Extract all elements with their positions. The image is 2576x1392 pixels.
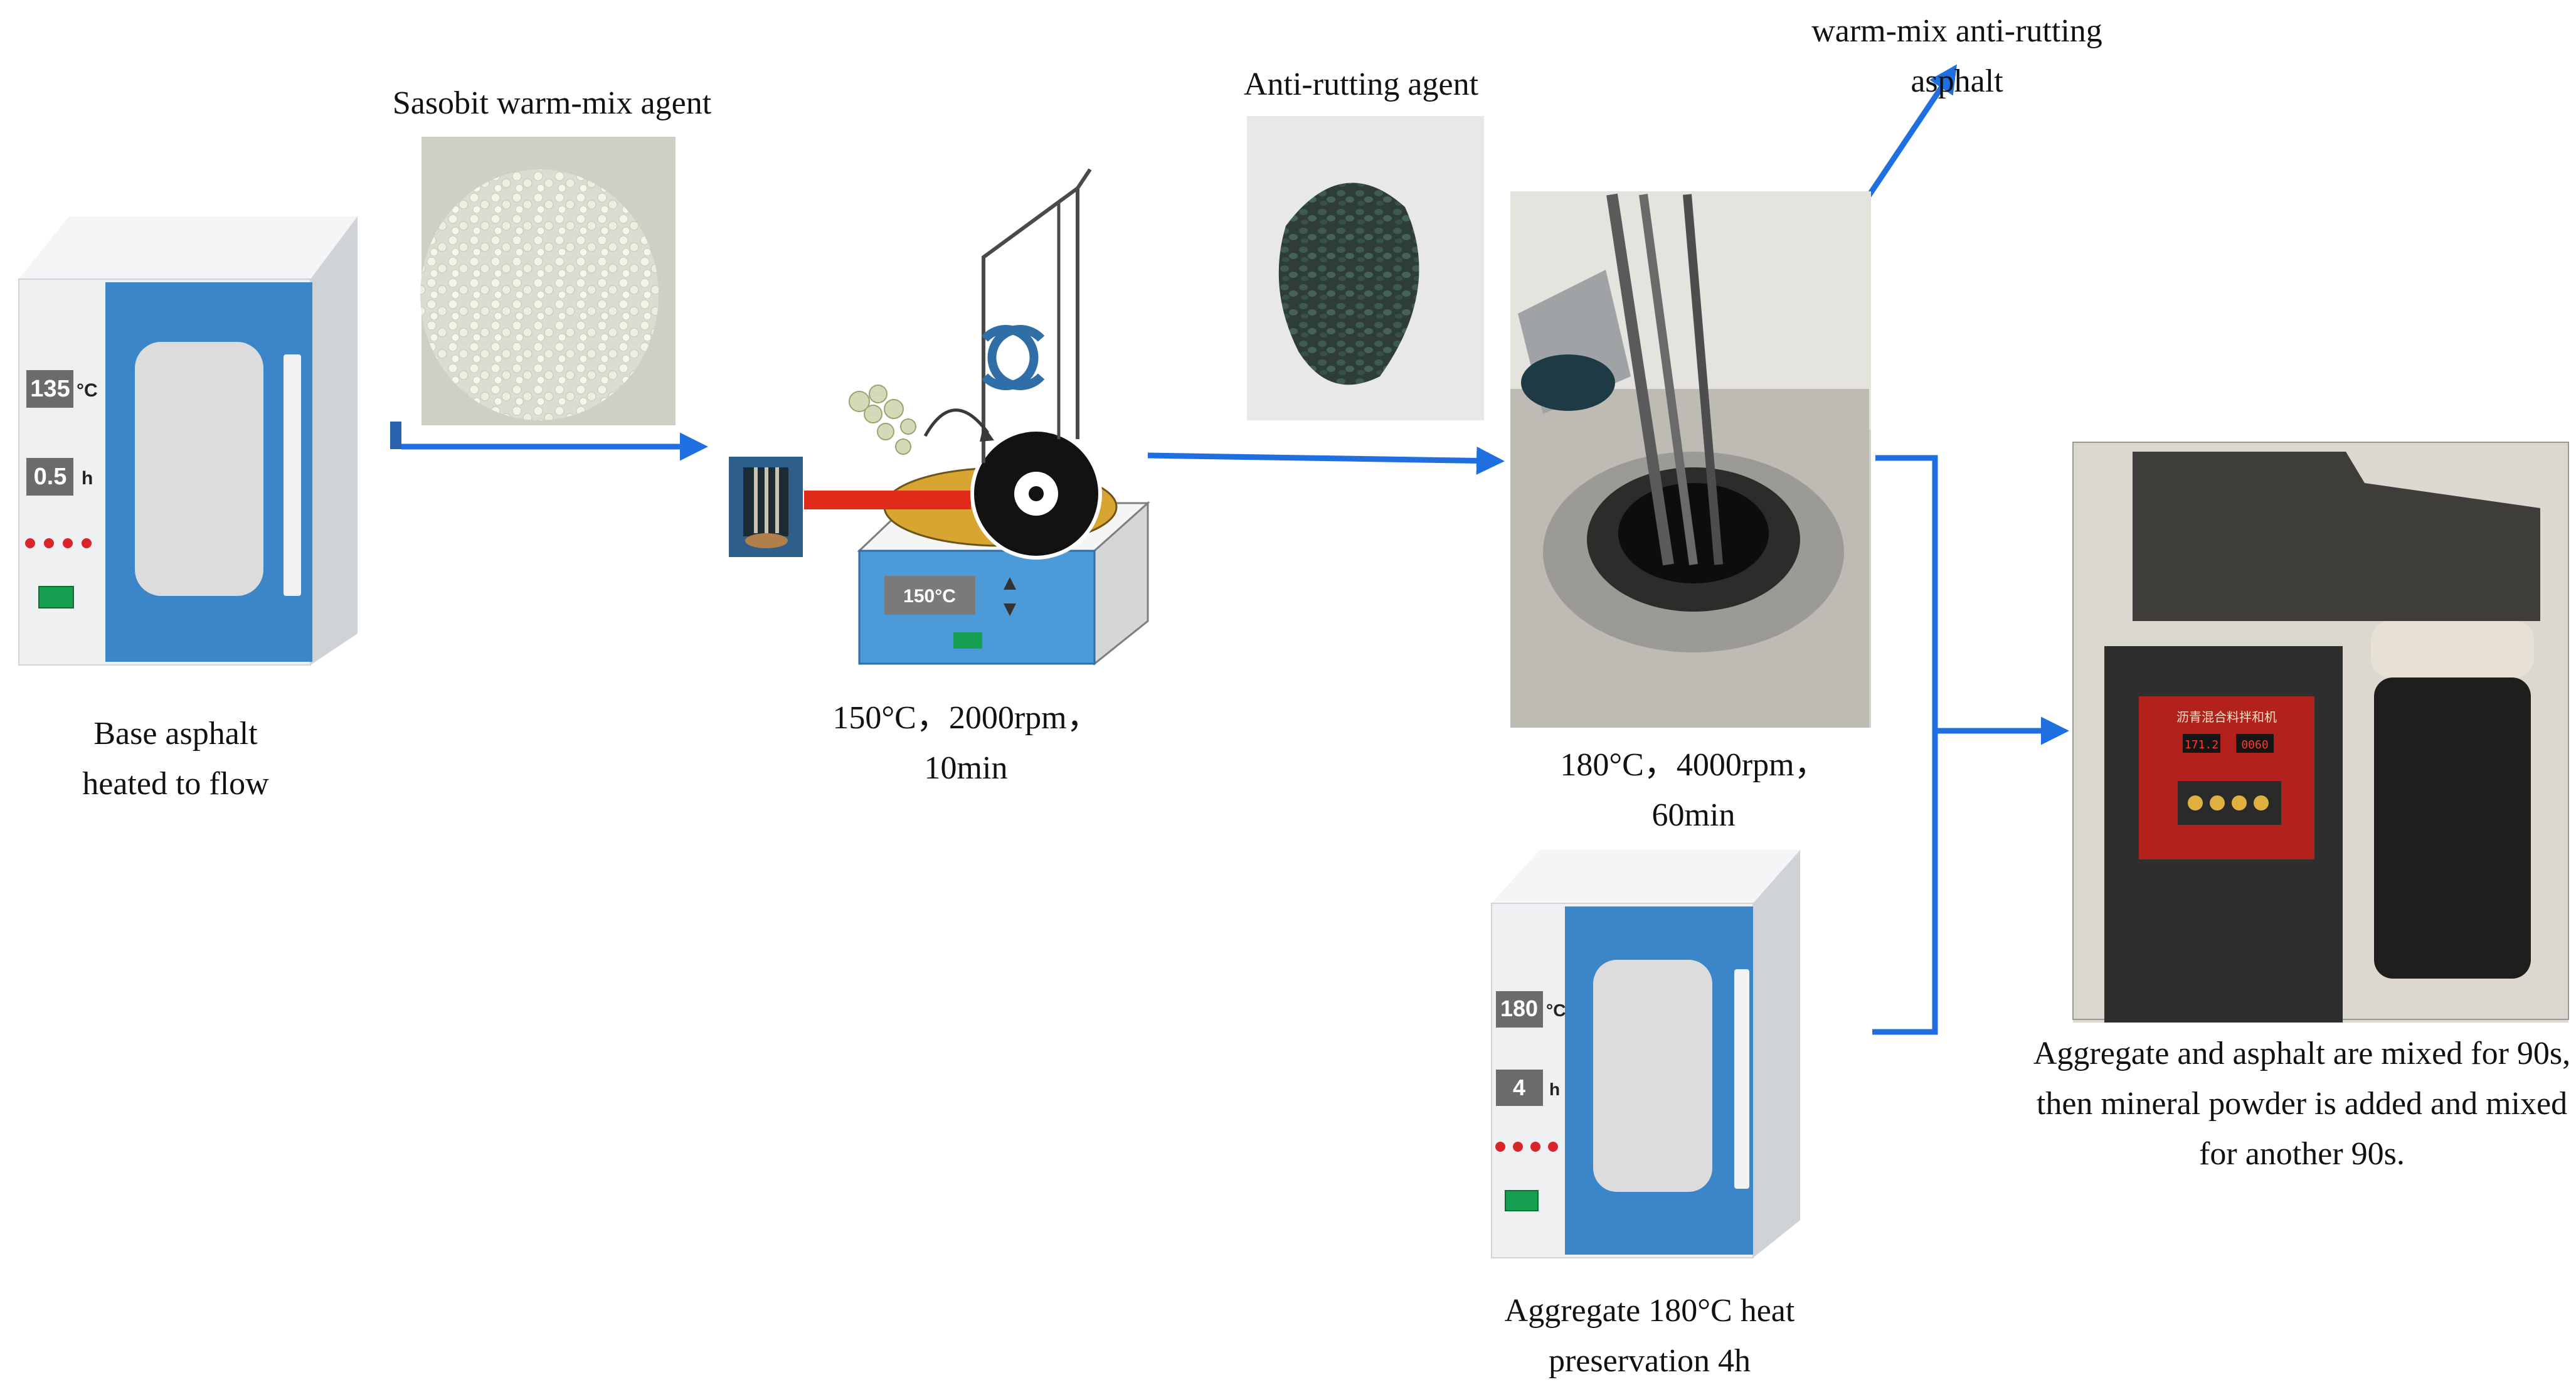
asphalt-mixer-photo: 沥青混合料拌和机 171.2 0060 (2072, 442, 2569, 1023)
label-aggregate-heat: Aggregate 180°C heat preservation 4h (1504, 1293, 1795, 1379)
heater-up-arrow (1004, 577, 1016, 590)
rotate-arrow-left (981, 325, 1039, 390)
svg-text:0.5: 0.5 (34, 464, 67, 490)
heater-display (884, 576, 975, 615)
bracket-to-mixer (1872, 455, 1938, 1035)
label-sasobit-agent: Sasobit warm-mix agent (392, 85, 712, 121)
svg-text:°C: °C (1546, 1001, 1566, 1020)
arrow-stirrer-to-highspeed (1147, 446, 1505, 475)
svg-text:180: 180 (1500, 996, 1538, 1021)
svg-text:150°C: 150°C (903, 586, 956, 607)
svg-text:h: h (1549, 1080, 1560, 1099)
sasobit-photo (420, 137, 676, 425)
indicator-lights (25, 538, 92, 548)
label-stir-150: 150°C，2000rpm， 10min (832, 700, 1100, 786)
pellet-cluster (849, 385, 916, 455)
stand-frame (982, 184, 1079, 463)
svg-text:135: 135 (30, 376, 70, 402)
heater-down-arrow (1004, 603, 1016, 616)
svg-text:沥青混合料拌和机: 沥青混合料拌和机 (2176, 709, 2277, 725)
oven2-time-display (1496, 1070, 1543, 1106)
high-speed-mixer-photo (1510, 191, 1871, 728)
oven2-temp-display (1496, 991, 1543, 1028)
oven2-power-button (1505, 1190, 1539, 1211)
svg-text:4: 4 (1513, 1075, 1525, 1100)
mixer-control-panel (2139, 696, 2314, 859)
connector-stub (390, 422, 401, 449)
oven-time-display (26, 458, 73, 496)
svg-text:171.2: 171.2 (2185, 738, 2218, 752)
heating-stirrer: 150°C (804, 168, 1150, 666)
heater-power-button (953, 632, 982, 649)
label-mixing-step: Aggregate and asphalt are mixed for 90s,… (2033, 1036, 2571, 1172)
label-stir-180: 180°C，4000rpm， 60min (1560, 747, 1827, 833)
oven-aggregate: 180 °C 4 h (1491, 850, 1800, 1258)
rotate-arrow-right (987, 325, 1045, 390)
oven-temp-display (26, 370, 73, 408)
svg-text:h: h (82, 468, 93, 489)
oven-base-asphalt: 135 °C 0.5 h (18, 216, 358, 666)
label-base-asphalt: Base asphalt heated to flow (82, 716, 269, 802)
anti-rutting-photo (1247, 116, 1484, 420)
svg-text:0060: 0060 (2241, 738, 2268, 752)
label-warm-mix-asphalt: warm-mix anti-rutting asphalt (1811, 13, 2102, 99)
electrode-inset (729, 457, 803, 557)
feed-arrow (923, 408, 990, 437)
label-anti-rutting-agent: Anti-rutting agent (1243, 66, 1479, 102)
svg-text:°C: °C (77, 380, 98, 401)
power-button (38, 586, 74, 608)
